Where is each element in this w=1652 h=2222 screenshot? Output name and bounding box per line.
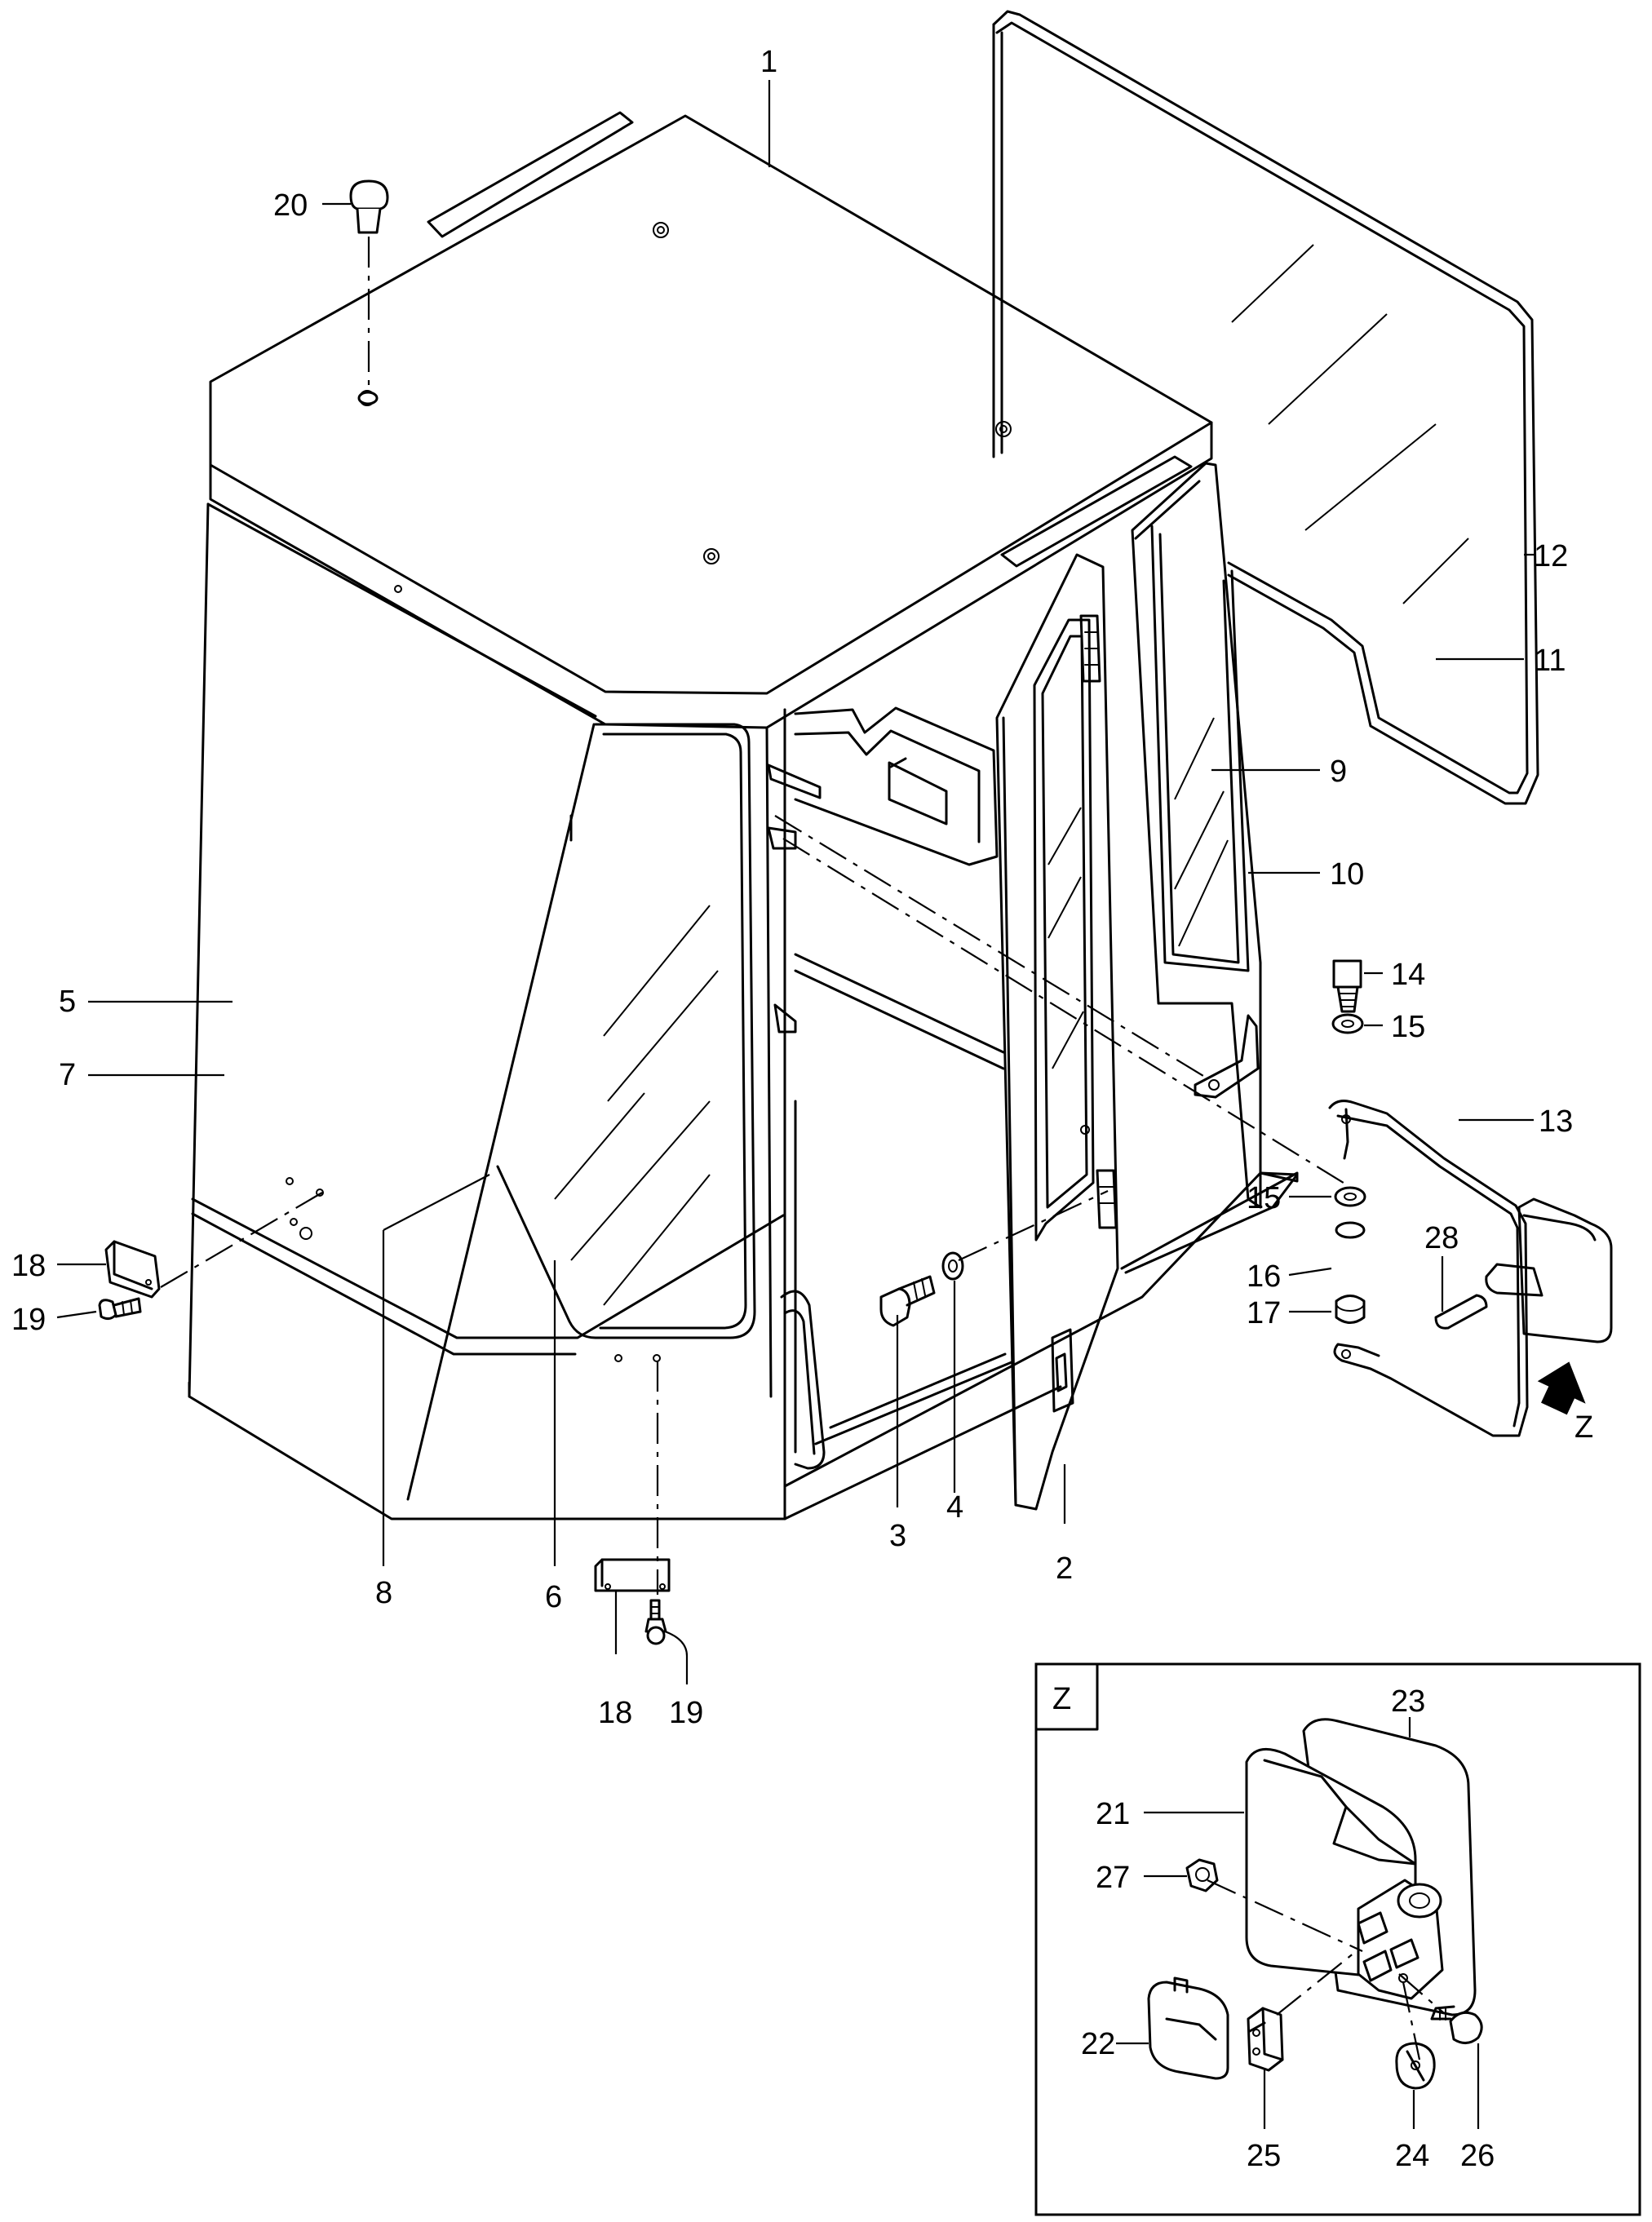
callout-15-lower: 15: [1247, 1181, 1281, 1215]
callout-25: 25: [1247, 2139, 1281, 2173]
callout-27: 27: [1096, 1861, 1130, 1895]
callout-4: 4: [946, 1490, 963, 1525]
callout-9: 9: [1330, 755, 1347, 789]
callout-labels: 1 2 3 4 5 6 7 8 9 10 11 12 13 14 15 15 1…: [11, 45, 1593, 2173]
callout-6: 6: [545, 1580, 562, 1614]
callout-14: 14: [1391, 958, 1425, 992]
callout-19-bottom: 19: [669, 1696, 703, 1730]
callout-20: 20: [273, 188, 308, 223]
inset-view-label: Z: [1052, 1682, 1071, 1716]
callout-3: 3: [889, 1519, 906, 1553]
callout-28: 28: [1424, 1221, 1459, 1255]
callout-5: 5: [59, 985, 76, 1019]
callout-8: 8: [375, 1576, 392, 1610]
view-z-arrow-label: Z: [1574, 1410, 1593, 1445]
roof-handrail-rear: [427, 111, 634, 238]
cab-door: [995, 553, 1119, 1511]
callout-24: 24: [1395, 2139, 1429, 2173]
roof-cap-part: [349, 179, 389, 405]
clip-and-screw-parts: [98, 1240, 671, 1645]
cab-body: [188, 111, 1299, 1520]
callout-23: 23: [1391, 1684, 1425, 1719]
callout-21: 21: [1096, 1797, 1130, 1831]
callout-13: 13: [1539, 1104, 1573, 1139]
callout-11: 11: [1534, 644, 1566, 678]
callout-18-bottom: 18: [598, 1696, 632, 1730]
callout-18-left: 18: [11, 1249, 46, 1283]
view-z-arrow: [1537, 1361, 1586, 1415]
callout-16: 16: [1247, 1259, 1281, 1294]
callout-10: 10: [1330, 857, 1364, 892]
callout-26: 26: [1460, 2139, 1495, 2173]
callout-12: 12: [1534, 539, 1568, 573]
callout-7: 7: [59, 1058, 76, 1092]
rear-window: [992, 10, 1539, 805]
callout-17: 17: [1247, 1296, 1281, 1330]
callout-15-upper: 15: [1391, 1010, 1425, 1044]
callout-22: 22: [1081, 2027, 1115, 2061]
callout-2: 2: [1056, 1551, 1073, 1586]
callout-19-left: 19: [11, 1303, 46, 1337]
leader-lines: [56, 80, 1535, 1684]
center-lines: [160, 237, 1347, 1595]
door-bolt-parts: [879, 1251, 964, 1327]
mirror-bracket-assembly: [1194, 959, 1613, 1437]
inset-view-z: [1034, 1662, 1641, 2216]
roof-handrail-front: [1000, 455, 1193, 568]
callout-1: 1: [760, 45, 777, 79]
